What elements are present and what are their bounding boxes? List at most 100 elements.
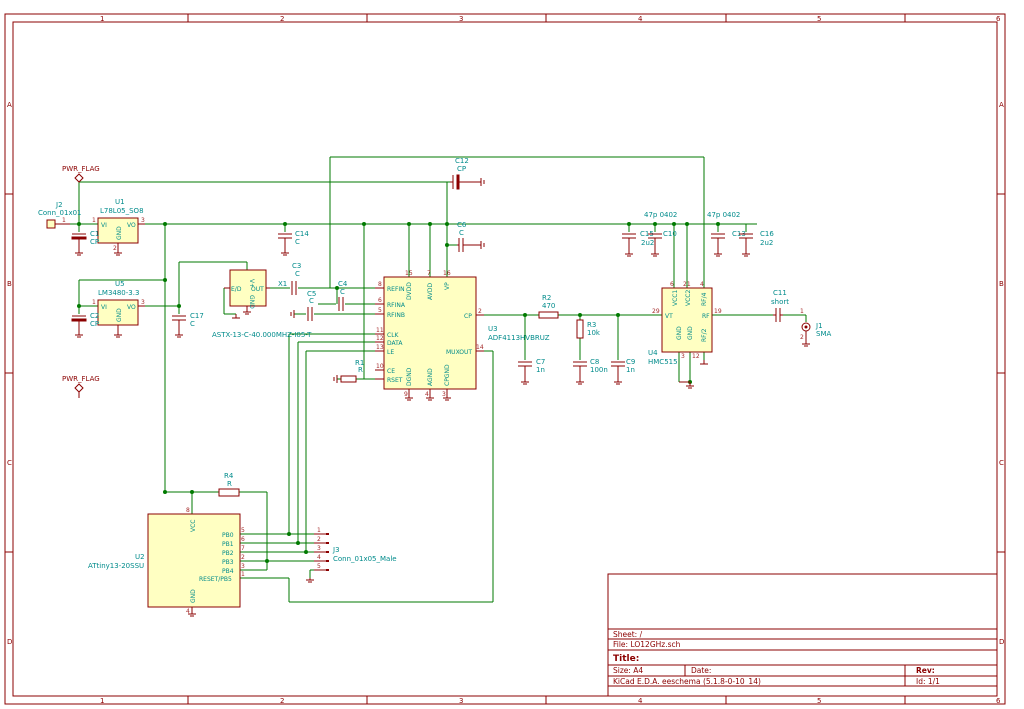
c11-value: short bbox=[771, 298, 789, 306]
c2-capacitor bbox=[71, 315, 87, 330]
u3-pin-muxout: MUXOUT bbox=[446, 349, 472, 356]
c14-capacitor bbox=[278, 233, 292, 248]
col-label: 3 bbox=[459, 697, 463, 705]
row-label: D bbox=[7, 638, 12, 646]
c10-capacitor bbox=[648, 233, 662, 248]
u4-num: 21 bbox=[683, 281, 691, 288]
row-label: B bbox=[7, 280, 12, 288]
c5-capacitor bbox=[307, 307, 313, 321]
u3-pin-rfina: RFINA bbox=[387, 302, 406, 309]
c17-value: C bbox=[190, 320, 195, 328]
u3-pin-cp: CP bbox=[464, 313, 472, 320]
u3-num: 3 bbox=[442, 391, 446, 398]
c6-value: C bbox=[459, 229, 464, 237]
c16-ref: C16 bbox=[760, 230, 774, 238]
c5-value: C bbox=[309, 297, 314, 305]
u2-pin-pb1: PB1 bbox=[222, 541, 234, 548]
u1-ref: U1 bbox=[115, 198, 125, 206]
u5-value: LM3480-3.3 bbox=[98, 289, 139, 297]
j3-header: 1 2 3 4 5 J3 Conn_01x05_Male bbox=[314, 527, 397, 571]
x1-ref: X1 bbox=[278, 280, 287, 288]
u1-pin1: 1 bbox=[92, 217, 96, 224]
u1-gnd: GND bbox=[116, 226, 123, 240]
frame-labels: 1 2 3 4 5 6 1 2 3 4 5 6 A B C D A B C D bbox=[7, 15, 1004, 705]
x1-pin-en: E/D bbox=[231, 286, 242, 293]
u4-pin-rf: RF bbox=[702, 313, 710, 320]
u5-vi: VI bbox=[101, 304, 107, 311]
c12-ref: C12 bbox=[455, 157, 469, 165]
j3-ref: J3 bbox=[332, 546, 340, 554]
u3-pin-rset: RSET bbox=[387, 377, 403, 384]
j2-connector: J2 Conn_01x01 1 bbox=[38, 201, 82, 229]
u3-num: 2 bbox=[478, 308, 482, 315]
u3-pin-refin: REFIN bbox=[387, 286, 405, 293]
r1-resistor: R1 R bbox=[340, 359, 364, 383]
c7-capacitor bbox=[518, 361, 532, 376]
c12-value: CP bbox=[457, 165, 466, 173]
u3-num: 8 bbox=[378, 281, 382, 288]
col-label: 4 bbox=[638, 697, 643, 705]
c17-ref: C17 bbox=[190, 312, 204, 320]
r1-value: R bbox=[358, 366, 363, 374]
u2-num: 7 bbox=[241, 545, 245, 552]
u3-pin-data: DATA bbox=[387, 340, 403, 347]
file-label: File: LO12GHz.sch bbox=[613, 640, 681, 649]
r2-value: 470 bbox=[542, 302, 555, 310]
pwr-flag-2: PWR_FLAG bbox=[62, 375, 100, 398]
u3-pin-dvdd: DVDD bbox=[406, 282, 413, 300]
col-label: 2 bbox=[280, 697, 284, 705]
c3-capacitor bbox=[291, 281, 297, 295]
c2-value: CP bbox=[90, 320, 99, 328]
cap-47p-a: 47p 0402 bbox=[644, 211, 677, 219]
u3-pin-clk: CLK bbox=[387, 332, 400, 339]
j1-pin1: 1 bbox=[800, 308, 804, 315]
u3-num: 4 bbox=[425, 391, 429, 398]
u3-pin-avdd: AVDD bbox=[427, 283, 434, 300]
c15-capacitor bbox=[622, 233, 636, 248]
x1-oscillator: X1 ASTX-13-C-40.000MHZ-I05-T E/D OUT V+ … bbox=[212, 269, 312, 339]
u3-num: 15 bbox=[405, 270, 413, 277]
c2-ref: C2 bbox=[90, 312, 99, 320]
u4-pin-rf4: RF/4 bbox=[701, 292, 708, 306]
col-label: 5 bbox=[817, 15, 821, 23]
c12-capacitor bbox=[450, 174, 466, 190]
c15-ref: C15 bbox=[640, 230, 654, 238]
pwr-flag-1: PWR_FLAG bbox=[62, 165, 100, 183]
u3-num: 6 bbox=[378, 297, 382, 304]
u3-pin-cpgnd: CPGND bbox=[444, 364, 451, 386]
u3-num: 16 bbox=[443, 270, 451, 277]
row-label: C bbox=[7, 459, 12, 467]
c9-capacitor bbox=[611, 361, 625, 376]
u2-value: ATtiny13-20SSU bbox=[88, 562, 144, 570]
u3-ref: U3 bbox=[488, 325, 498, 333]
c11-ref: C11 bbox=[773, 289, 787, 297]
u3-num: 7 bbox=[427, 270, 431, 277]
u1-value: L78L05_SO8 bbox=[100, 207, 144, 215]
c1-capacitor bbox=[71, 233, 87, 248]
j1-sma-connector: J1 SMA 1 2 bbox=[800, 308, 831, 341]
col-label: 6 bbox=[996, 697, 1001, 705]
u4-num: 4 bbox=[700, 281, 704, 288]
rev-label: Rev: bbox=[916, 666, 935, 675]
j3-num: 5 bbox=[317, 563, 321, 570]
id-label: Id: 1/1 bbox=[916, 677, 940, 686]
c8-value: 100n bbox=[590, 366, 608, 374]
c4-ref: C4 bbox=[338, 280, 348, 288]
col-label: 2 bbox=[280, 15, 284, 23]
c7-ref: C7 bbox=[536, 358, 545, 366]
j3-num: 4 bbox=[317, 554, 321, 561]
u2-num: 6 bbox=[241, 536, 245, 543]
c8-ref: C8 bbox=[590, 358, 599, 366]
u3-pin-dgnd: DGND bbox=[406, 367, 413, 386]
r2-resistor: R2 470 bbox=[538, 294, 559, 319]
u4-num: 12 bbox=[692, 353, 700, 360]
drawing-frame bbox=[4, 13, 1006, 705]
j2-ref: J2 bbox=[55, 201, 63, 209]
c1-ref: C1 bbox=[90, 230, 99, 238]
date-label: Date: bbox=[691, 666, 711, 675]
u1-vo: VO bbox=[127, 222, 136, 229]
u5-ref: U5 bbox=[115, 280, 125, 288]
j1-ref: J1 bbox=[815, 322, 823, 330]
u1-pin3: 3 bbox=[141, 217, 145, 224]
u5-gnd: GND bbox=[116, 308, 123, 322]
